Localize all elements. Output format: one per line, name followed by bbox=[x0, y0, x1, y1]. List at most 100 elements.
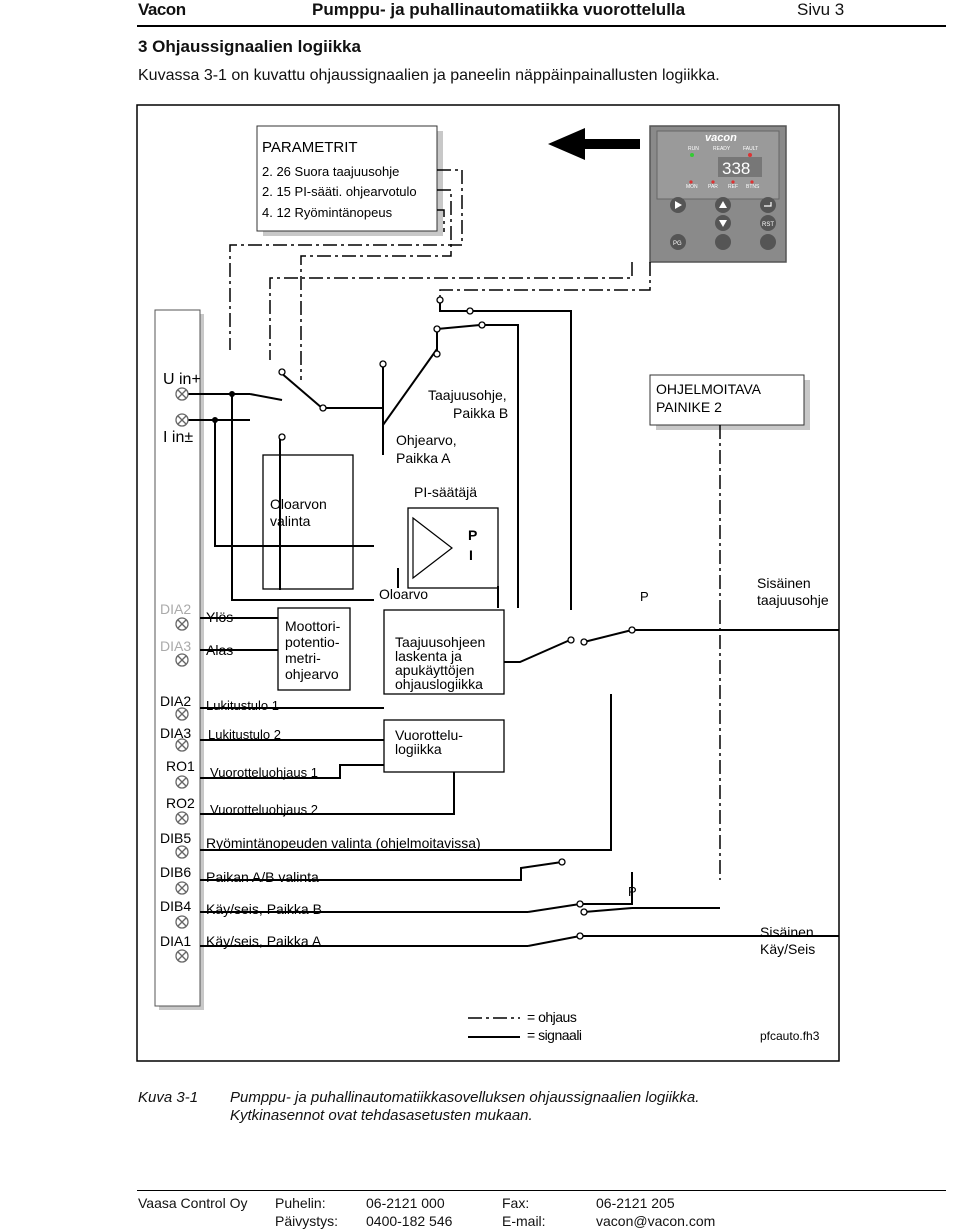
led-btns-label: BTNS bbox=[746, 184, 760, 190]
p-switch-label-2: P bbox=[628, 884, 637, 899]
switch-contact-n bbox=[576, 900, 584, 908]
footer-fax-label: Fax: bbox=[502, 1195, 530, 1211]
actual-value-select-box bbox=[262, 454, 354, 590]
terminal-code: DIA3 bbox=[160, 725, 191, 741]
diagram-frame bbox=[136, 104, 840, 1062]
file-name: pfcauto.fh3 bbox=[760, 1029, 820, 1043]
freq-logic-label-3: apukäyttöjen bbox=[395, 662, 474, 678]
led-ref-label: REF bbox=[728, 184, 738, 190]
frequency-ref-b-label-1: Taajuusohje, bbox=[428, 387, 507, 403]
footer-phone: 06-2121 000 bbox=[366, 1195, 445, 1211]
footer-email: vacon@vacon.com bbox=[596, 1213, 716, 1229]
led-ready-label: READY bbox=[713, 146, 731, 152]
switch-contact-b bbox=[319, 404, 327, 412]
freq-logic-label-1: Taajuusohjeen bbox=[395, 634, 485, 650]
terminal-desc: Vuorotteluohjaus 1 bbox=[210, 765, 318, 780]
parameter-item-1: 2. 26 Suora taajuusohje bbox=[262, 164, 399, 179]
control-keypad: vacon RUN READY FAULT 338 MON PAR REF BT… bbox=[649, 125, 787, 263]
footer-duty-label: Päivystys: bbox=[275, 1213, 339, 1229]
motor-pot-label-1: Moottori- bbox=[285, 618, 341, 634]
switch-contact-h bbox=[478, 321, 486, 329]
keypad-display: 338 bbox=[722, 159, 750, 178]
terminal-desc: Käy/seis, Paikka A bbox=[206, 933, 322, 949]
programmable-button-label-2: PAINIKE 2 bbox=[656, 399, 722, 415]
switch-contact-d bbox=[379, 360, 387, 368]
switch-contact-c bbox=[278, 433, 286, 441]
keypad-brand: vacon bbox=[705, 132, 737, 144]
terminal-code: DIA1 bbox=[160, 933, 191, 949]
terminal-desc: Ryömintänopeuden valinta (ohjelmoitaviss… bbox=[206, 835, 481, 851]
header-rule bbox=[137, 25, 946, 27]
alternation-logic-box bbox=[383, 719, 505, 773]
setpoint-a-label-2: Paikka A bbox=[396, 450, 451, 466]
switch-contact-l bbox=[628, 626, 636, 634]
pi-p-label: P bbox=[468, 527, 477, 543]
header-doc-title: Pumppu- ja puhallinautomatiikka vuorotte… bbox=[312, 0, 686, 19]
parameter-item-2: 2. 15 PI-sääti. ohjearvotulo bbox=[262, 184, 417, 199]
legend-signal-label: = signaali bbox=[527, 1027, 582, 1043]
uin-label: U in+ bbox=[163, 371, 201, 388]
pi-controller-label: PI-säätäjä bbox=[414, 484, 477, 500]
keypad-pg-key bbox=[670, 234, 686, 250]
freq-logic-label-2: laskenta ja bbox=[395, 648, 462, 664]
terminal-code: DIA2 bbox=[160, 693, 191, 709]
motor-pot-label-2: potentio- bbox=[285, 634, 340, 650]
header-page: Sivu 3 bbox=[797, 0, 845, 19]
parameters-box bbox=[256, 125, 438, 232]
section-intro: Kuvassa 3-1 on kuvattu ohjaussignaalien … bbox=[138, 67, 720, 84]
parameters-title: PARAMETRIT bbox=[262, 139, 358, 156]
pi-i-label: I bbox=[469, 547, 473, 563]
iin-label: I in± bbox=[163, 429, 193, 446]
footer-fax: 06-2121 205 bbox=[596, 1195, 675, 1211]
keypad-enter-key bbox=[760, 197, 776, 213]
legend-control-label: = ohjaus bbox=[527, 1009, 577, 1025]
control-line-panel2 bbox=[439, 262, 651, 300]
footer-rule bbox=[137, 1190, 946, 1191]
keypad-rst-key bbox=[760, 215, 776, 231]
frequency-ref-b-label-2: Paikka B bbox=[453, 405, 508, 421]
terminal-code: RO2 bbox=[166, 795, 195, 811]
motor-pot-label-4: ohjearvo bbox=[285, 666, 339, 682]
control-line-param1 bbox=[229, 169, 463, 350]
footer-email-label: E-mail: bbox=[502, 1213, 546, 1229]
terminal-desc: Vuorotteluohjaus 2 bbox=[210, 802, 318, 817]
switch-contact-g bbox=[433, 350, 441, 358]
frequency-reference-logic-box bbox=[383, 609, 505, 695]
internal-runstop-label-2: Käy/Seis bbox=[760, 941, 815, 957]
terminal-code: DIB4 bbox=[160, 898, 191, 914]
caption-label: Kuva 3-1 bbox=[138, 1089, 199, 1106]
switch-contact-j bbox=[567, 636, 575, 644]
internal-frequency-label-2: taajuusohje bbox=[757, 592, 829, 608]
switch-contact-o bbox=[580, 908, 588, 916]
terminal-code: DIB6 bbox=[160, 864, 191, 880]
programmable-button-label-1: OHJELMOITAVA bbox=[656, 381, 762, 397]
footer-phone-label: Puhelin: bbox=[275, 1195, 326, 1211]
internal-frequency-label-1: Sisäinen bbox=[757, 575, 811, 591]
internal-runstop-label-1: Sisäinen bbox=[760, 924, 814, 940]
section-title: 3 Ohjaussignaalien logiikka bbox=[138, 37, 361, 56]
control-line-param3 bbox=[437, 209, 445, 232]
terminal-code: DIA3 bbox=[160, 638, 191, 654]
led-mon-label: MON bbox=[686, 184, 698, 190]
terminal-code: RO1 bbox=[166, 758, 195, 774]
terminal-desc: Paikan A/B valinta bbox=[206, 869, 319, 885]
keypad-pg-label: PG bbox=[673, 241, 682, 247]
parameter-item-3: 4. 12 Ryömintänopeus bbox=[262, 205, 393, 220]
actual-value-select-label-1: Oloarvon bbox=[270, 496, 327, 512]
alternation-label-2: logiikka bbox=[395, 741, 442, 757]
caption-line-2: Kytkinasennot ovat tehdasasetusten mukaa… bbox=[230, 1107, 533, 1124]
switch-contact-k bbox=[580, 638, 588, 646]
terminal-desc: Käy/seis, Paikka B bbox=[206, 901, 322, 917]
switch-contact-e bbox=[433, 325, 441, 333]
direction-arrow-icon bbox=[548, 128, 640, 160]
keypad-start-key bbox=[715, 234, 731, 250]
setpoint-a-label-1: Ohjearvo, bbox=[396, 432, 457, 448]
control-line-param2 bbox=[300, 189, 452, 380]
motor-pot-label-3: metri- bbox=[285, 650, 321, 666]
p-switch-label-1: P bbox=[640, 589, 649, 604]
keypad-stop-key bbox=[760, 234, 776, 250]
keypad-rst-label: RST bbox=[762, 222, 774, 228]
caption-line-1: Pumppu- ja puhallinautomatiikkasovelluks… bbox=[230, 1089, 700, 1106]
terminal-desc: Alas bbox=[206, 642, 233, 658]
switch-contact-a bbox=[278, 368, 286, 376]
